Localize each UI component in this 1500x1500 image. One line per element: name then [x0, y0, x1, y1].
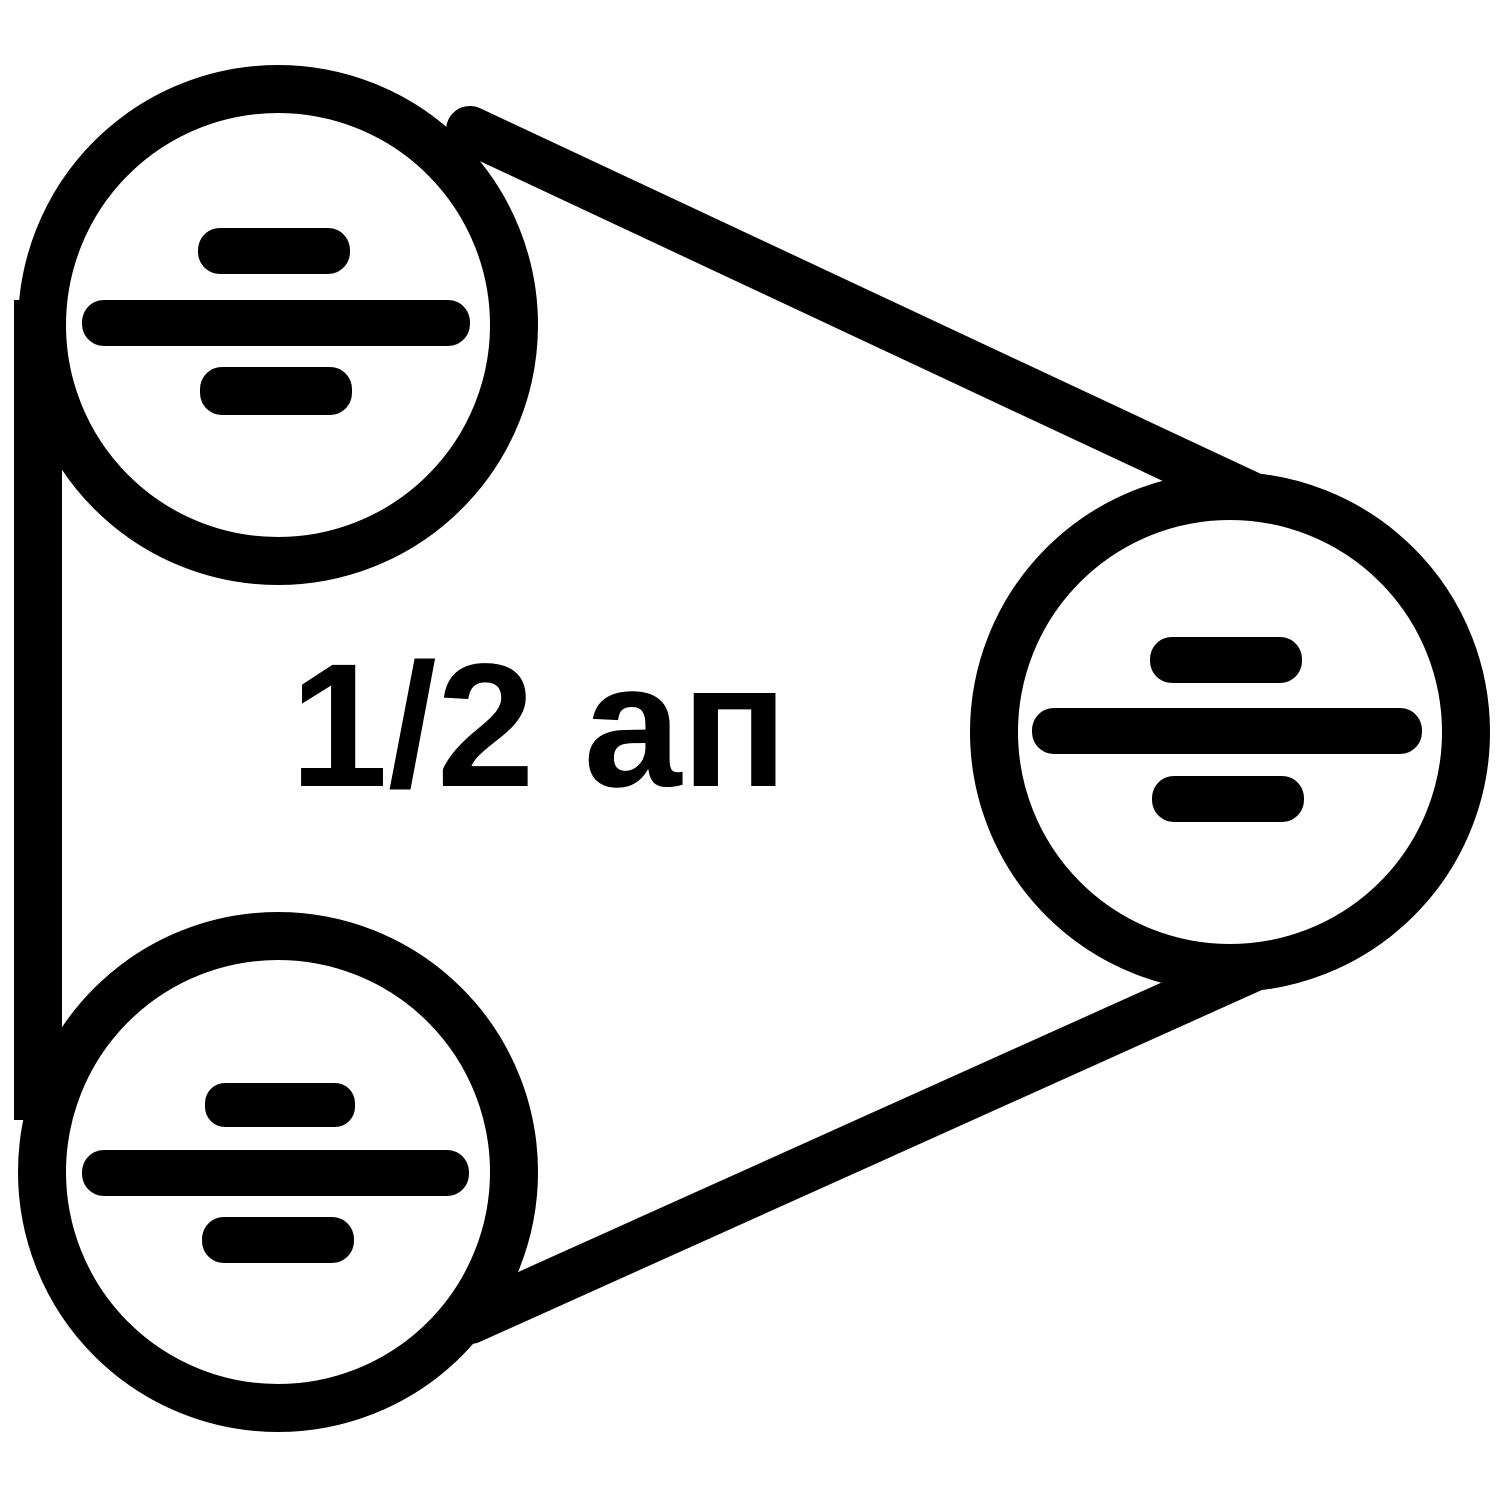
divide-icon — [82, 1083, 469, 1263]
top-left-pulley — [18, 65, 538, 585]
ratio-label: 1/2 ап — [290, 628, 788, 824]
belt — [14, 106, 1294, 1344]
bottom-left-pulley — [18, 912, 538, 1432]
divide-icon — [82, 228, 470, 415]
divide-icon — [1032, 637, 1422, 822]
right-pulley — [970, 472, 1490, 992]
